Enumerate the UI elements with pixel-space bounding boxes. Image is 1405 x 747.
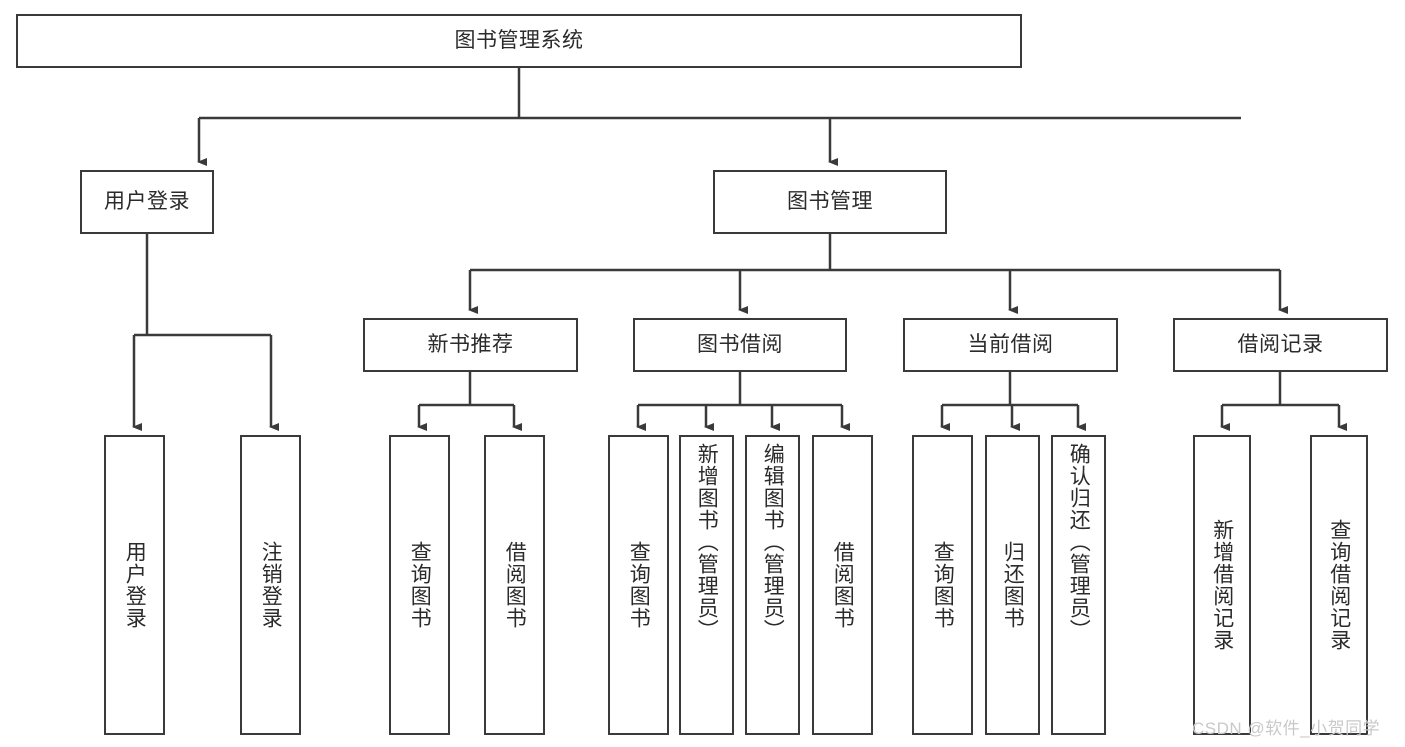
node-leaf-user-login[interactable]: 用户登录 xyxy=(104,435,165,735)
node-leaf-user-login-label: 用户登录 xyxy=(123,541,147,629)
node-leaf-borrow-book-2-label: 借阅图书 xyxy=(831,541,855,629)
node-borrow-record-label: 借阅记录 xyxy=(1237,333,1324,357)
node-leaf-borrow-book-2[interactable]: 借阅图书 xyxy=(812,435,873,735)
node-new-book-recommend[interactable]: 新书推荐 xyxy=(363,318,578,372)
node-root[interactable]: 图书管理系统 xyxy=(16,14,1022,68)
node-leaf-query-book-2[interactable]: 查询图书 xyxy=(608,435,669,735)
node-book-manage[interactable]: 图书管理 xyxy=(713,170,947,234)
node-leaf-query-book-1-label: 查询图书 xyxy=(408,541,432,629)
node-leaf-query-book-3[interactable]: 查询图书 xyxy=(912,435,973,735)
node-leaf-edit-book-admin-label: 编辑图书（管理员） xyxy=(761,443,785,641)
node-current-borrow[interactable]: 当前借阅 xyxy=(903,318,1118,372)
node-leaf-borrow-book-1[interactable]: 借阅图书 xyxy=(484,435,545,735)
node-user-login-label: 用户登录 xyxy=(104,190,190,214)
node-borrow-record[interactable]: 借阅记录 xyxy=(1173,318,1388,372)
node-leaf-confirm-return-admin[interactable]: 确认归还（管理员） xyxy=(1051,435,1106,735)
node-leaf-return-book[interactable]: 归还图书 xyxy=(985,435,1040,735)
node-book-borrow[interactable]: 图书借阅 xyxy=(633,318,847,372)
node-leaf-add-borrow-record-label: 新增借阅记录 xyxy=(1210,519,1234,651)
csdn-watermark: CSDN @软件_小贺同学 xyxy=(1192,719,1381,738)
node-leaf-borrow-book-1-label: 借阅图书 xyxy=(503,541,527,629)
node-leaf-logout-login-label: 注销登录 xyxy=(259,541,283,629)
node-book-borrow-label: 图书借阅 xyxy=(697,333,783,357)
node-leaf-query-book-1[interactable]: 查询图书 xyxy=(389,435,450,735)
node-new-book-recommend-label: 新书推荐 xyxy=(427,333,514,357)
node-root-label: 图书管理系统 xyxy=(454,29,584,53)
node-leaf-edit-book-admin[interactable]: 编辑图书（管理员） xyxy=(745,435,800,735)
node-user-login[interactable]: 用户登录 xyxy=(80,170,214,234)
node-leaf-query-book-2-label: 查询图书 xyxy=(627,541,651,629)
node-leaf-query-borrow-record[interactable]: 查询借阅记录 xyxy=(1310,435,1368,735)
node-leaf-query-book-3-label: 查询图书 xyxy=(931,541,955,629)
node-leaf-confirm-return-admin-label: 确认归还（管理员） xyxy=(1067,443,1091,641)
node-leaf-logout-login[interactable]: 注销登录 xyxy=(240,435,301,735)
node-leaf-add-book-admin[interactable]: 新增图书（管理员） xyxy=(679,435,734,735)
node-leaf-add-book-admin-label: 新增图书（管理员） xyxy=(695,443,719,641)
node-leaf-query-borrow-record-label: 查询借阅记录 xyxy=(1327,519,1351,651)
node-leaf-add-borrow-record[interactable]: 新增借阅记录 xyxy=(1193,435,1251,735)
node-current-borrow-label: 当前借阅 xyxy=(967,333,1054,357)
node-book-manage-label: 图书管理 xyxy=(787,190,873,214)
node-leaf-return-book-label: 归还图书 xyxy=(1001,541,1025,629)
